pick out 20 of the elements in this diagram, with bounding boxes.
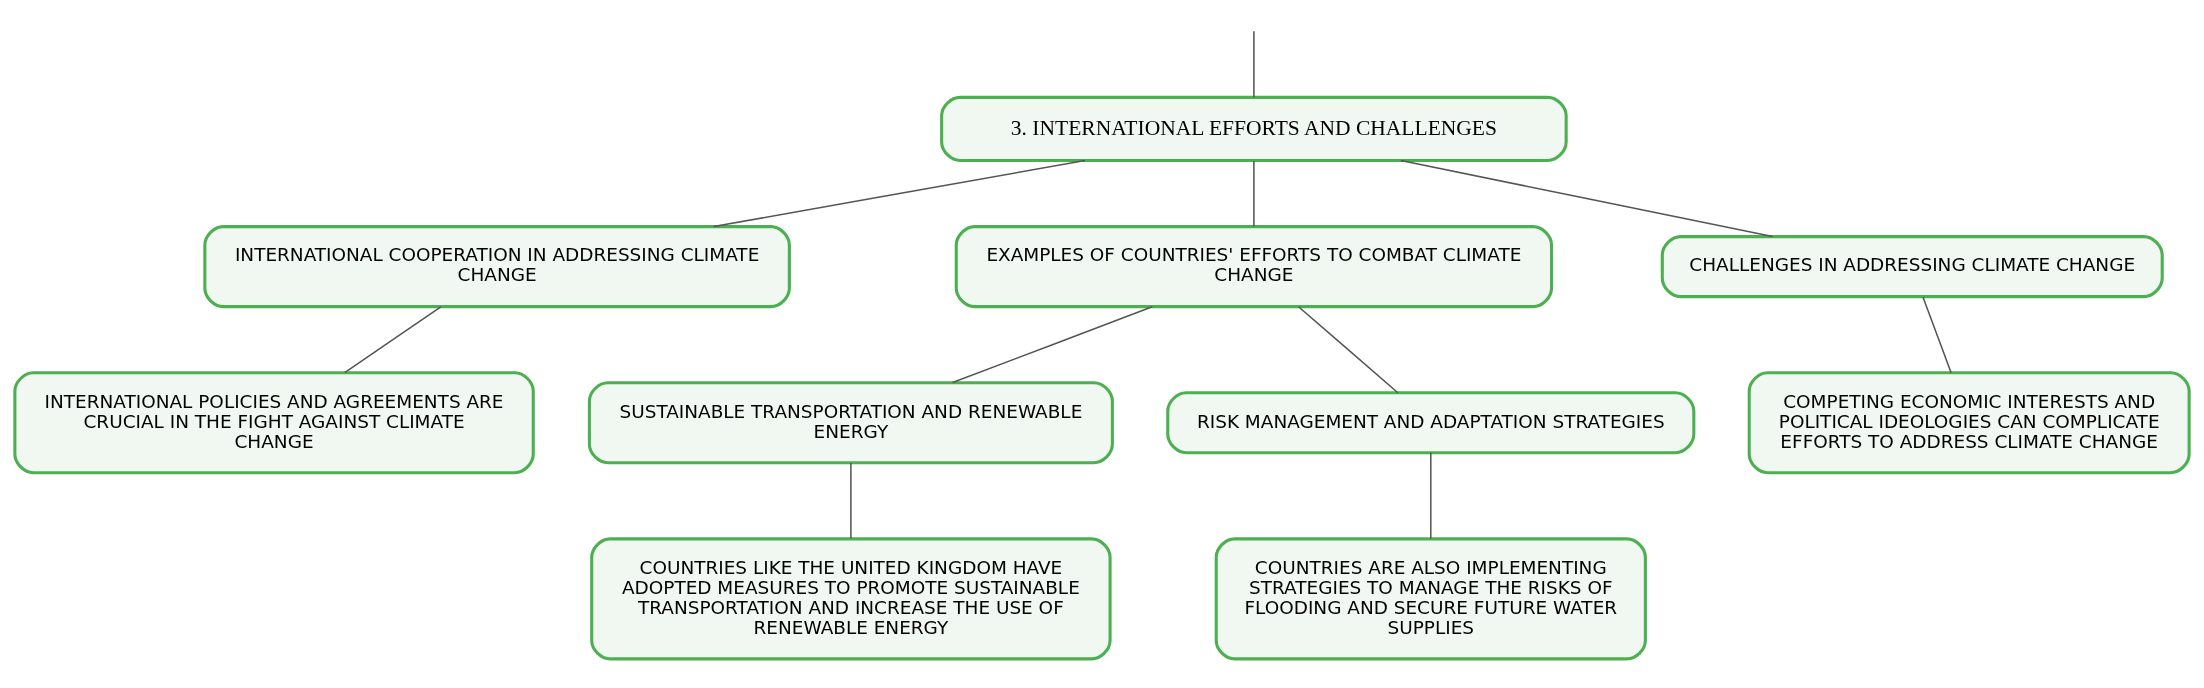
connector (1430, 451, 1432, 539)
node-box: COUNTRIES ARE ALSO IMPLEMENTING STRATEGIES TO MANAGE THE RISKS OF FLOODING AND SECURE FUTURE WATER SUPPLIES (1214, 536, 1647, 660)
connector (951, 305, 1153, 383)
node-box: SUSTAINABLE TRANSPORTATION AND RENEWABLE ENERGY (587, 380, 1114, 464)
connector (1253, 30, 1255, 98)
connector (850, 461, 852, 539)
connector (343, 305, 442, 373)
node-box: INTERNATIONAL COOPERATION IN ADDRESSING CLIMATE CHANGE (203, 224, 791, 308)
node-box: RISK MANAGEMENT AND ADAPTATION STRATEGIES (1166, 390, 1696, 454)
node-box: 3. INTERNATIONAL EFFORTS AND CHALLENGES (940, 95, 1568, 162)
node-box: EXAMPLES OF COUNTRIES' EFFORTS TO COMBAT CLIMATE CHANGE (954, 224, 1554, 308)
connector (1400, 159, 1774, 237)
node-box: INTERNATIONAL POLICIES AND AGREEMENTS ARE CRUCIAL IN THE FIGHT AGAINST CLIMATE CHANGE (13, 370, 535, 474)
node-box: COMPETING ECONOMIC INTERESTS AND POLITICAL IDEOLOGIES CAN COMPLICATE EFFORTS TO ADDRESS CLIMATE CHANGE (1747, 370, 2191, 474)
node-box: CHALLENGES IN ADDRESSING CLIMATE CHANGE (1660, 234, 2164, 298)
connector (1297, 305, 1399, 393)
connector (1253, 159, 1255, 227)
connector (712, 159, 1086, 227)
node-box: COUNTRIES LIKE THE UNITED KINGDOM HAVE ADOPTED MEASURES TO PROMOTE SUSTAINABLE TRANSPORTATION AND INCREASE THE USE OF RENEWABLE ENERGY (590, 536, 1112, 660)
connector (1922, 295, 1952, 373)
